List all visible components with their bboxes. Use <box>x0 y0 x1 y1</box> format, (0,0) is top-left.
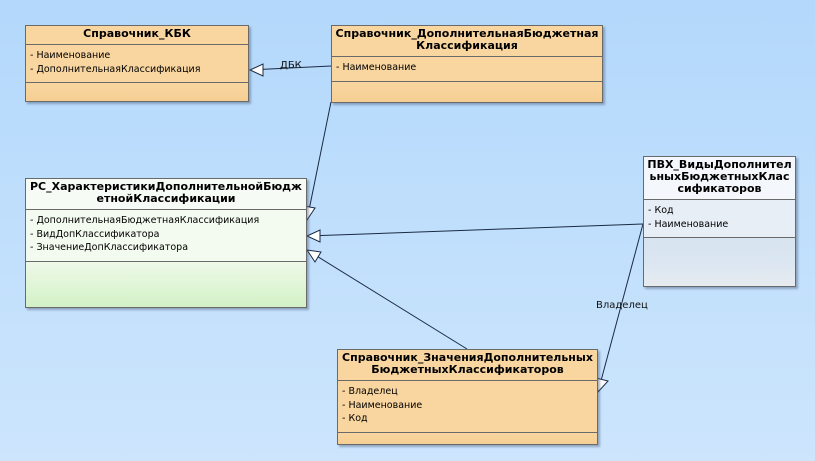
class-operations <box>338 432 597 444</box>
class-spravochnik-dbk[interactable]: Справочник_ДополнительнаяБюджетная Класс… <box>331 25 603 103</box>
link-znach-to-rc[interactable] <box>306 249 468 350</box>
class-title: Справочник_КБК <box>26 26 248 45</box>
class-attributes: - Код - Наименование <box>644 200 795 238</box>
attribute: - ДополнительнаяКлассификация <box>30 63 201 75</box>
class-operations <box>332 81 602 102</box>
arrowhead-rc-from-pvh <box>305 229 321 243</box>
link-pvh-to-rc[interactable] <box>306 223 644 237</box>
class-spravochnik-znacheniya[interactable]: Справочник_ЗначенияДополнительных Бюджет… <box>337 349 598 445</box>
link-dbk-to-rc[interactable] <box>306 101 332 221</box>
class-spravochnik-kbk[interactable]: Справочник_КБК - Наименование - Дополнит… <box>25 25 249 102</box>
attribute: - Наименование <box>30 50 111 61</box>
class-title: Справочник_ЗначенияДополнительных Бюджет… <box>338 350 597 381</box>
attribute: - Код <box>342 413 368 424</box>
attribute: - Владелец <box>342 386 398 397</box>
class-operations <box>26 83 248 101</box>
link-pvh-to-znach[interactable] <box>597 223 644 393</box>
attribute: - Наименование <box>336 62 417 73</box>
class-operations <box>644 238 795 286</box>
arrowhead-kbk <box>248 63 264 77</box>
attribute: - ЗначениеДопКлассификатора <box>30 242 189 253</box>
attribute: - ВидДопКлассификатора <box>30 228 160 240</box>
link-label-dbk: ДБК <box>280 60 302 71</box>
attribute: - Наименование <box>648 218 729 230</box>
class-pvh-vidy[interactable]: ПВХ_ВидыДополнительныхБюджетныхКлассифик… <box>643 156 796 287</box>
class-attributes: - Наименование <box>332 57 602 82</box>
link-label-vladelec: Владелец <box>596 300 648 311</box>
class-rs-harakteristiki[interactable]: РС_ХарактеристикиДополнительнойБюджетной… <box>25 178 307 308</box>
class-title: РС_ХарактеристикиДополнительнойБюджетной… <box>26 179 306 210</box>
class-attributes: - Владелец - Наименование - Код <box>338 381 597 433</box>
class-attributes: - ДополнительнаяБюджетнаяКлассификация -… <box>26 210 306 262</box>
class-attributes: - Наименование - ДополнительнаяКлассифик… <box>26 45 248 83</box>
attribute: - Код <box>648 205 674 216</box>
attribute: - ДополнительнаяБюджетнаяКлассификация <box>30 215 260 226</box>
class-title: ПВХ_ВидыДополнительныхБюджетныхКлассифик… <box>644 157 795 200</box>
attribute: - Наименование <box>342 399 423 411</box>
class-operations <box>26 261 306 307</box>
class-title: Справочник_ДополнительнаяБюджетная Класс… <box>332 26 602 57</box>
arrowhead-rc-from-znach <box>305 249 322 263</box>
